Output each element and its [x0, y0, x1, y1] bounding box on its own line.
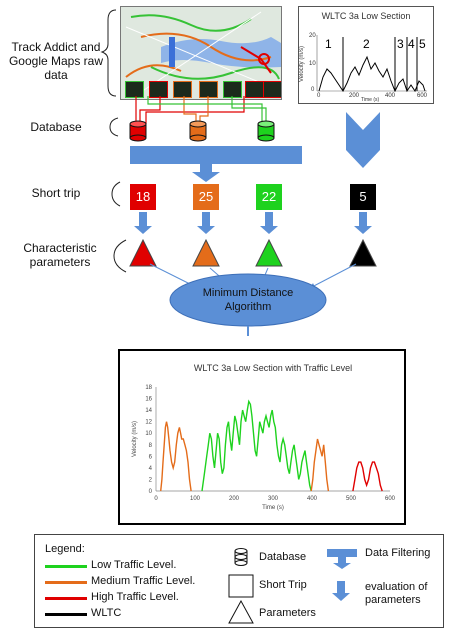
- legend-low: Low Traffic Level.: [91, 559, 177, 571]
- small-ytick: 0: [311, 87, 315, 93]
- database-icon: [189, 120, 207, 142]
- x-tick-label: 200: [229, 496, 240, 502]
- raw-data-thumbnail: [263, 81, 281, 98]
- evaluation-arrows: [134, 212, 372, 234]
- x-tick-label: 600: [385, 496, 396, 502]
- raw-data-thumbnail: [173, 81, 192, 98]
- database-icon: [129, 120, 147, 142]
- traffic-level-plot: WLTC 3a Low Section with Traffic Level 0 2…: [132, 363, 396, 511]
- segment-label: 2: [363, 37, 370, 51]
- small-chart-title: WLTC 3a Low Section: [321, 11, 411, 21]
- small-ytick: 20: [309, 33, 316, 39]
- segment-label: 5: [419, 37, 426, 51]
- characteristic-label: Characteristic parameters: [23, 241, 97, 269]
- x-tick-label: 500: [346, 496, 357, 502]
- y-tick-label: 2: [149, 477, 153, 483]
- short-trip-label: Short trip: [31, 186, 81, 200]
- legend: Legend: Low Traffic Level. Medium Traffi…: [34, 534, 444, 628]
- legend-parameters: Parameters: [259, 607, 316, 619]
- x-tick-label: 100: [190, 496, 201, 502]
- short-trip-box: 25: [193, 184, 219, 210]
- legend-data-filtering: Data Filtering: [365, 547, 431, 559]
- flow-connectors: [100, 9, 380, 336]
- legend-high: High Traffic Level.: [91, 591, 179, 603]
- legend-low-line: [45, 565, 87, 568]
- database-label: Database: [30, 120, 82, 134]
- series-line: [352, 461, 383, 492]
- y-tick-label: 16: [145, 397, 152, 403]
- small-ytick: 10: [309, 61, 316, 67]
- series-line: [310, 438, 330, 492]
- small-xtick: 0: [317, 93, 321, 99]
- parameters-triangle-icon: [255, 238, 283, 267]
- x-tick-label: 0: [154, 496, 158, 502]
- database-icon: [234, 548, 248, 566]
- y-tick-label: 12: [145, 420, 152, 426]
- parameters-triangle-icon: [129, 238, 157, 267]
- legend-medium: Medium Traffic Level.: [91, 575, 196, 587]
- legend-short-trip: Short Trip: [259, 579, 307, 591]
- y-tick-label: 4: [149, 466, 153, 472]
- legend-wltc-line: [45, 613, 87, 616]
- raw-data-thumbnail: [149, 81, 168, 98]
- y-tick-label: 6: [149, 454, 153, 460]
- series-line: [160, 421, 192, 492]
- segment-label: 3: [397, 37, 404, 51]
- chart-title: WLTC 3a Low Section with Traffic Level: [194, 363, 352, 373]
- raw-data-thumbnail: [125, 81, 144, 98]
- small-chart-plot: [316, 35, 427, 93]
- y-tick-label: 0: [149, 489, 153, 495]
- legend-wltc: WLTC: [91, 607, 122, 619]
- y-tick-label: 10: [145, 431, 152, 437]
- data-filtering-icon: [327, 549, 357, 569]
- raw-data-map: [120, 6, 282, 100]
- parameters-triangle-icon: [349, 238, 377, 267]
- small-xtick: 400: [385, 93, 396, 99]
- small-xtick: 600: [417, 93, 428, 99]
- legend-symbols: [228, 548, 357, 624]
- evaluation-arrow-icon: [332, 581, 350, 601]
- x-tick-label: 400: [307, 496, 318, 502]
- y-tick-label: 8: [149, 443, 153, 449]
- small-xtick: 200: [349, 93, 360, 99]
- legend-evaluation: evaluation of parameters: [365, 581, 428, 606]
- segment-label: 4: [408, 37, 415, 51]
- legend-database: Database: [259, 551, 307, 563]
- short-trip-box: 18: [130, 184, 156, 210]
- segment-label: 1: [325, 37, 332, 51]
- y-tick-label: 14: [145, 408, 152, 414]
- small-xlabel: Time (s): [361, 97, 380, 103]
- parameters-icon: [228, 599, 254, 624]
- y-axis-label: Velocity (m/s): [132, 421, 138, 457]
- series-line: [201, 399, 312, 492]
- short-trip-box: 5: [350, 184, 376, 210]
- raw-data-label: Track Addict and Google Maps raw data: [8, 40, 104, 82]
- small-ylabel: Velocity (m/s): [299, 46, 305, 83]
- legend-high-line: [45, 597, 87, 600]
- short-trip-box: 22: [256, 184, 282, 210]
- legend-medium-line: [45, 581, 87, 584]
- data-filtering-arrow: [130, 146, 302, 182]
- y-tick-label: 18: [145, 385, 152, 391]
- algorithm-label: Minimum Distance Algorithm: [202, 287, 294, 313]
- parameters-triangle-icon: [192, 238, 220, 267]
- database-icon: [257, 120, 275, 142]
- short-trip-icon: [228, 574, 254, 598]
- x-axis-label: Time (s): [262, 505, 284, 511]
- traffic-level-chart: WLTC 3a Low Section with Traffic Level 0 2…: [118, 349, 406, 525]
- wltc-filtering-chevron: [346, 112, 380, 168]
- x-tick-label: 300: [268, 496, 279, 502]
- legend-title: Legend:: [45, 543, 85, 555]
- wltc-small-chart: WLTC 3a Low Section 1 2 3 4 5 Velocity (…: [298, 6, 434, 104]
